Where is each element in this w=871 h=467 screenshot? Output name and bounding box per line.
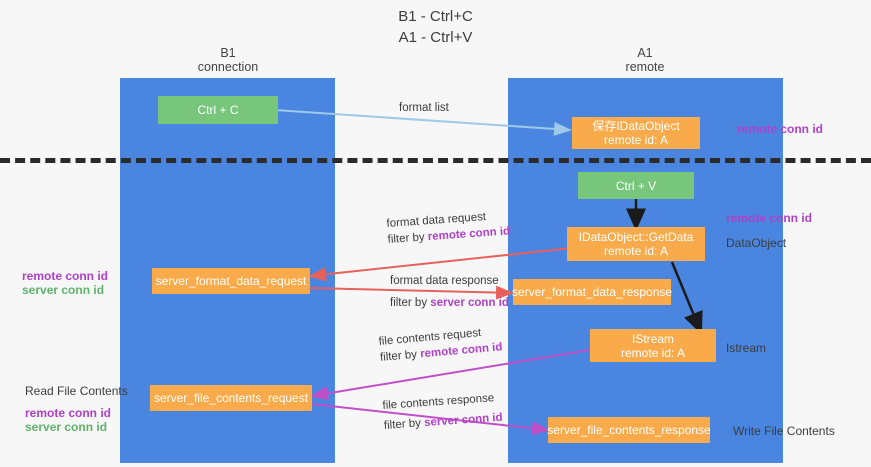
node-idataobject-getdata[interactable]: IDataObject::GetData remote id: A [567,227,705,261]
label-read-file-contents: Read File Contents [25,384,128,398]
section-divider [0,158,871,163]
label-remote-conn-id-top: remote conn id [737,122,824,136]
node-ctrl-c[interactable]: Ctrl + C [158,96,278,124]
edge-label-format-data-request: format data request filter by remote con… [386,207,511,247]
column-header-a1: A1 remote [625,46,665,74]
edge-label-line1: format data response [390,275,499,287]
label-left-server-conn-id: server conn id [22,283,105,297]
key-remote-conn-id: remote conn id [427,225,511,244]
node-server-format-data-response[interactable]: server_format_data_response [512,279,672,305]
edge-label-format-list: format list [399,102,449,114]
edge-label-format-data-response: format data response filter by server co… [390,273,509,311]
label-istream: Istream [726,341,767,355]
node-ctrl-v[interactable]: Ctrl + V [578,172,694,199]
node-server-file-contents-response[interactable]: server_file_contents_response [547,417,711,443]
label-remote-conn-id-mid: remote conn id [726,211,813,225]
key-server-conn-id: server conn id [430,297,509,309]
edge-label-file-contents-request: file contents request filter by remote c… [378,323,503,366]
key-server-conn-id: server conn id [423,411,503,430]
node-server-format-data-request[interactable]: server_format_data_request [152,268,310,294]
node-istream[interactable]: IStream remote id: A [590,329,716,362]
label-dataobject: DataObject [726,236,787,250]
edge-label-file-contents-response: file contents response filter by server … [382,390,503,434]
node-save-idataobject[interactable]: 保存IDataObject remote id: A [572,117,700,149]
column-header-b1: B1 connection [197,46,259,74]
edge-label-line2: filter by server conn id [383,411,503,432]
diagram-title: B1 - Ctrl+C A1 - Ctrl+V [398,8,473,46]
node-server-file-contents-request[interactable]: server_file_contents_request [150,385,312,411]
label-left-server-conn-id-2: server conn id [25,420,108,434]
label-left-remote-conn-id-2: remote conn id [25,406,112,420]
label-write-file-contents: Write File Contents [733,424,835,438]
label-left-remote-conn-id: remote conn id [22,269,109,283]
edge-label-line2: filter by server conn id [390,297,509,309]
